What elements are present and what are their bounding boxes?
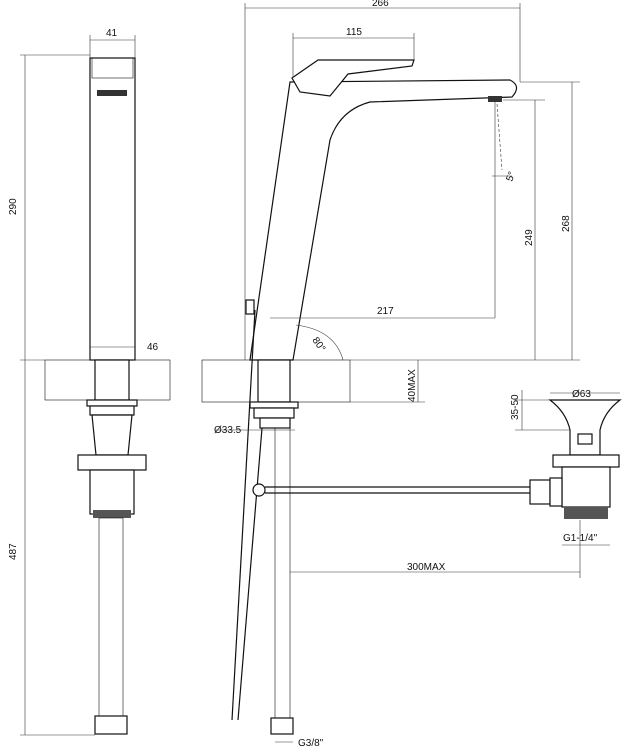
faucet-body-front	[89, 57, 136, 361]
dim-217: 217	[377, 306, 394, 317]
dim-waste-diameter: Ø63	[572, 389, 591, 400]
dim-487: 487	[8, 543, 19, 560]
waste-plug	[548, 399, 622, 456]
dim-41: 41	[106, 28, 118, 39]
faucet-body-side	[249, 79, 518, 361]
dim-35-50: 35-50	[510, 394, 521, 420]
front-view	[20, 35, 171, 736]
dim-80deg: 80°	[310, 335, 328, 354]
dim-40max: 40MAX	[407, 369, 418, 402]
dim-249: 249	[524, 229, 535, 246]
dim-290: 290	[8, 198, 19, 215]
dim-g1-1-4: G1-1/4"	[563, 533, 598, 544]
hose	[98, 517, 124, 717]
collar	[77, 454, 147, 471]
dim-46: 46	[147, 342, 159, 353]
nut	[89, 405, 135, 416]
dim-115: 115	[346, 27, 362, 38]
handle-lever	[291, 59, 415, 97]
hose-side	[274, 427, 291, 719]
dim-266: 266	[372, 0, 389, 9]
dim-300max: 300MAX	[407, 562, 446, 573]
dim-g3-8: G3/8"	[298, 738, 324, 749]
side-view	[201, 3, 622, 743]
dim-268: 268	[561, 215, 572, 232]
dim-5deg: 5°	[504, 170, 518, 183]
pull-rod	[231, 309, 256, 721]
dim-hole-diameter: Ø33.5	[214, 425, 242, 436]
